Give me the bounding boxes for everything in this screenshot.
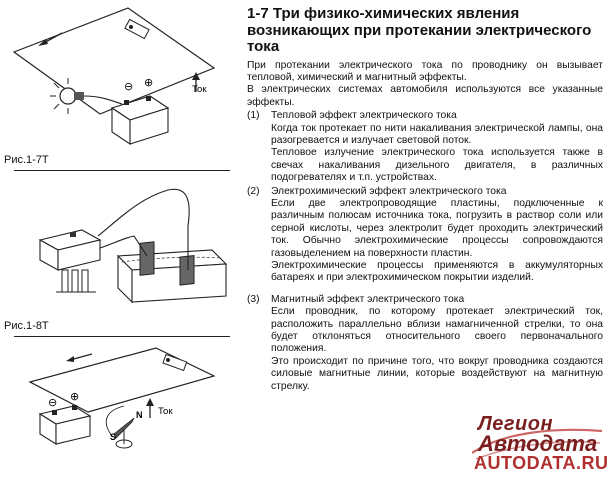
figure-electrolysis [0, 178, 240, 308]
item-heading: Электрохимический эффект электрического … [271, 185, 507, 197]
power-source-icon [38, 229, 102, 271]
intro-paragraph: При протекании электрического тока по пр… [247, 59, 603, 83]
watermark-logo: Легион Автодата AUTODATA.RU [472, 413, 608, 473]
logo-brand-line1: Легион [478, 413, 554, 435]
item-paragraph: Это происходит по причине того, что вокр… [271, 355, 603, 392]
figure-caption-1: Рис.1-7T [4, 154, 49, 166]
electrolyte-tank-icon [116, 249, 228, 304]
item-heading: Тепловой эффект электрического тока [271, 110, 457, 122]
item-number: (2) [247, 185, 260, 197]
lamp-circuit-drawing: ⊖ ⊕ Ток [12, 7, 216, 146]
figure-lamp-circuit: ⊖ ⊕ Ток [0, 0, 240, 150]
article-text: 1-7 Три физико-химических явления возник… [247, 5, 603, 393]
logo-swoosh-icon [472, 428, 603, 460]
minus-terminal-label: ⊖ [124, 80, 133, 93]
item-paragraph: Электрохимические процессы применяются в… [271, 260, 603, 284]
magnetic-effect-drawing: ⊖ ⊕ N S Ток [28, 347, 216, 449]
figure-caption-2: Рис.1-8T [4, 320, 49, 332]
compass-needle-icon [105, 405, 135, 449]
pole-s-label: S [110, 432, 116, 442]
item-number: (3) [247, 293, 260, 305]
logo-brand-line2: Автодата [478, 431, 598, 456]
figure-magnetic-effect: ⊖ ⊕ N S Ток [0, 340, 240, 470]
intro-paragraph: В электрических системах автомобиля испо… [247, 84, 603, 108]
pole-n-label: N [136, 410, 143, 420]
lamp-icon [50, 78, 84, 114]
list-item-thermal: (1) Тепловой эффект электрического тока … [247, 110, 603, 184]
item-paragraph: Когда ток протекает по нити накаливания … [271, 122, 603, 146]
item-paragraph: Если две электропроводящие пластины, под… [271, 197, 603, 259]
electrode-plates-icon [133, 226, 195, 286]
electrolysis-drawing [38, 188, 228, 304]
section-title: 1-7 Три физико-химических явления возник… [247, 5, 592, 55]
battery-icon [38, 405, 92, 445]
cell-stand-icon [56, 269, 96, 293]
item-number: (1) [247, 110, 260, 122]
logo-url: AUTODATA.RU [474, 453, 609, 473]
item-heading: Магнитный эффект электрического тока [271, 293, 465, 305]
plus-terminal-label: ⊕ [70, 390, 79, 403]
list-item-electrochemical: (2) Электрохимический эффект электрическ… [247, 186, 603, 285]
minus-terminal-label: ⊖ [48, 396, 57, 409]
current-label: Ток [192, 84, 207, 95]
spacer [247, 285, 603, 293]
divider [14, 170, 230, 171]
current-label: Ток [158, 406, 173, 417]
battery-icon [110, 95, 170, 146]
plus-terminal-label: ⊕ [144, 76, 153, 89]
list-item-magnetic: (3) Магнитный эффект электрического тока… [247, 294, 603, 393]
item-paragraph: Если проводник, по которому протекает эл… [271, 306, 603, 355]
item-paragraph: Тепловое излучение электрического тока и… [271, 147, 603, 184]
divider [14, 336, 230, 337]
